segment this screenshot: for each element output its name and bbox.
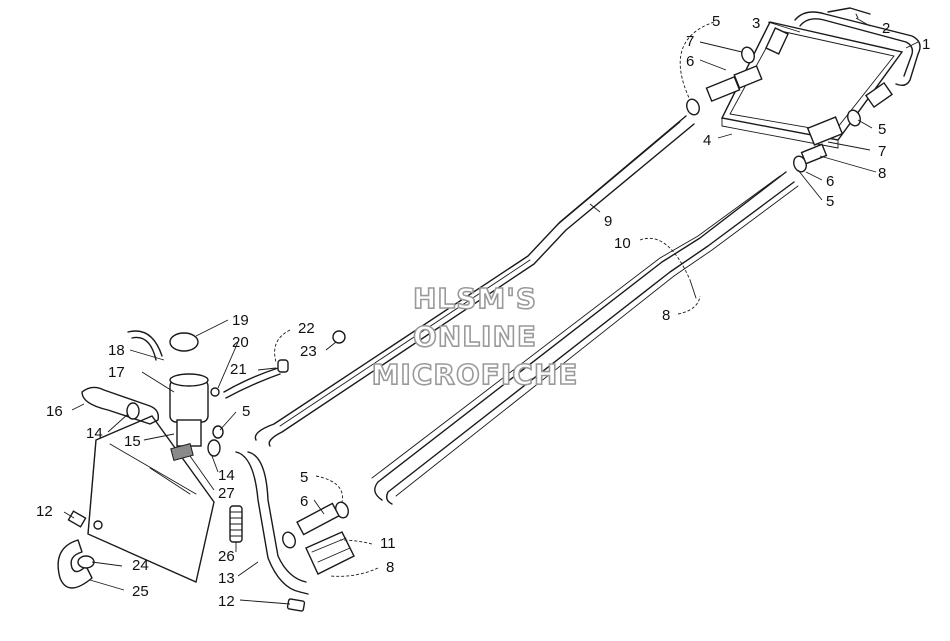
reservoir-fittings bbox=[81, 330, 346, 457]
callout-25: 25 bbox=[132, 583, 149, 600]
callout-22: 22 bbox=[298, 320, 315, 337]
watermark-line-3: MICROFICHE bbox=[372, 358, 579, 391]
callout-19: 19 bbox=[232, 312, 249, 329]
callout-14-left: 14 bbox=[86, 425, 103, 442]
callout-13: 13 bbox=[218, 570, 235, 587]
callout-5-reservoir: 5 bbox=[242, 403, 250, 420]
callout-6-top: 6 bbox=[686, 53, 694, 70]
bracket-11 bbox=[305, 531, 355, 575]
callout-26: 26 bbox=[218, 548, 235, 565]
callout-11: 11 bbox=[380, 535, 396, 552]
callout-4: 4 bbox=[703, 132, 711, 149]
callout-12-left: 12 bbox=[36, 503, 53, 520]
watermark-line-2: ONLINE bbox=[413, 320, 537, 353]
callout-27: 27 bbox=[218, 485, 235, 502]
callout-17: 17 bbox=[108, 364, 125, 381]
callout-14-right: 14 bbox=[218, 467, 235, 484]
callout-9: 9 bbox=[604, 213, 612, 230]
callout-8-middle: 8 bbox=[662, 307, 670, 324]
coolant-tank bbox=[87, 415, 215, 583]
callout-7-top: 7 bbox=[686, 33, 694, 50]
coolant-tube-9 bbox=[254, 115, 695, 447]
spring-26 bbox=[229, 505, 243, 543]
callout-6-lower: 6 bbox=[300, 493, 308, 510]
callout-15: 15 bbox=[124, 433, 141, 450]
callout-20: 20 bbox=[232, 334, 249, 351]
return-hose-13 bbox=[235, 451, 309, 612]
callout-16: 16 bbox=[46, 403, 63, 420]
callout-5-right-upper: 5 bbox=[878, 121, 886, 138]
callout-3: 3 bbox=[752, 15, 760, 32]
callout-2: 2 bbox=[882, 20, 890, 37]
watermark: HLSM'S ONLINE MICROFICHE bbox=[371, 281, 579, 392]
reservoir-bottle bbox=[169, 332, 209, 461]
callout-8-lower: 8 bbox=[386, 559, 394, 576]
leader-lines bbox=[63, 17, 919, 605]
callout-5-right-lower: 5 bbox=[826, 193, 834, 210]
callout-23: 23 bbox=[300, 343, 317, 360]
callout-10: 10 bbox=[614, 235, 631, 252]
callout-21: 21 bbox=[230, 361, 247, 378]
callout-1: 1 bbox=[922, 36, 930, 53]
callout-5-lower: 5 bbox=[300, 469, 308, 486]
callout-24: 24 bbox=[132, 557, 149, 574]
lower-hose-assembly bbox=[282, 501, 349, 549]
callout-6-right: 6 bbox=[826, 173, 834, 190]
clamp-group-top bbox=[686, 46, 861, 173]
coolant-tube-10 bbox=[371, 171, 799, 505]
watermark-line-1: HLSM'S bbox=[413, 282, 537, 315]
exchanger-hose-stubs bbox=[705, 27, 894, 109]
callout-labels: 1 2 3 4 5 7 6 5 7 8 6 5 9 10 8 19 22 18 … bbox=[36, 13, 930, 610]
callout-8-right: 8 bbox=[878, 165, 886, 182]
callout-12-bottom: 12 bbox=[218, 593, 235, 610]
callout-5-top: 5 bbox=[712, 13, 720, 30]
callout-7-right: 7 bbox=[878, 143, 886, 160]
callout-18: 18 bbox=[108, 342, 125, 359]
